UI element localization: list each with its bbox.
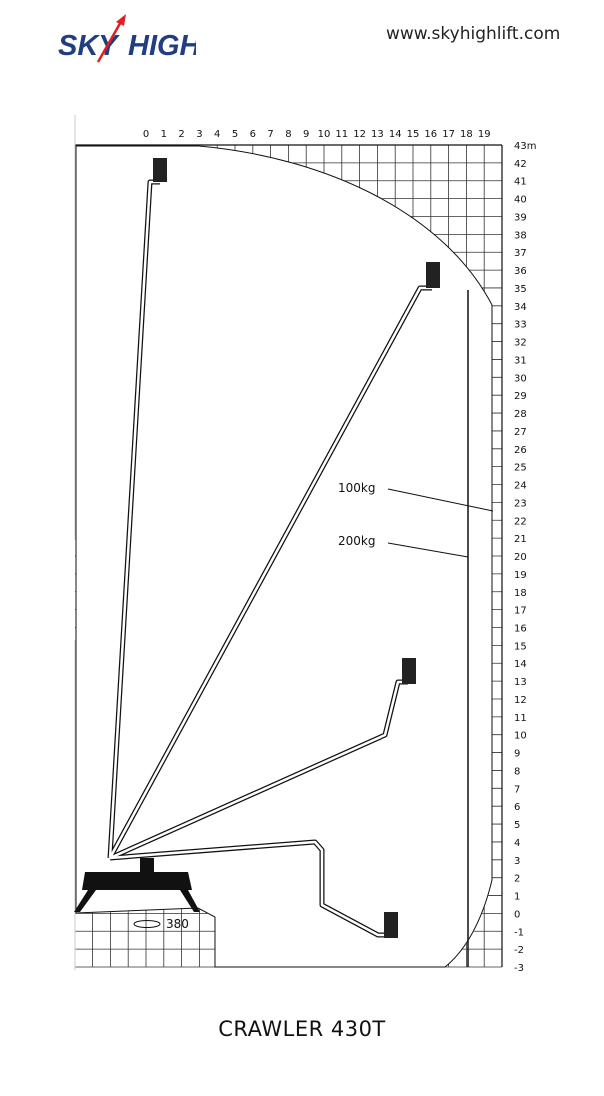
x-tick-label: 9	[303, 129, 309, 140]
svg-text:HIGH: HIGH	[128, 30, 196, 62]
y-tick-label: 19	[514, 570, 527, 581]
x-tick-label: 2	[178, 129, 184, 140]
y-tick-label: 14	[514, 659, 527, 670]
x-tick-label: 8	[285, 129, 291, 140]
y-tick-label: -3	[514, 963, 524, 974]
y-tick-label: 21	[514, 534, 527, 545]
y-tick-label: 38	[514, 230, 527, 241]
model-title: CRAWLER 430T	[218, 1017, 386, 1041]
y-tick-label: 37	[514, 248, 527, 259]
y-tick-label: 2	[514, 874, 520, 885]
x-tick-label: 0	[143, 129, 149, 140]
x-tick-label: 15	[407, 129, 420, 140]
y-tick-label: 16	[514, 623, 527, 634]
y-tick-label: 15	[514, 641, 527, 652]
y-tick-label: -1	[514, 927, 524, 938]
x-tick-label: 11	[335, 129, 348, 140]
platform-baskets	[153, 158, 440, 938]
slew-label: 380	[166, 917, 189, 931]
y-tick-label: 7	[514, 784, 520, 795]
x-tick-label: 12	[353, 129, 366, 140]
y-tick-label: 3	[514, 856, 520, 867]
y-tick-label: 5	[514, 820, 520, 831]
y-tick-label: 31	[514, 355, 527, 366]
x-tick-label: 18	[460, 129, 473, 140]
x-tick-label: 13	[371, 129, 384, 140]
x-tick-label: 16	[424, 129, 437, 140]
y-tick-label: 42	[514, 159, 527, 170]
x-tick-label: 14	[389, 129, 402, 140]
y-tick-label: 8	[514, 766, 520, 777]
y-tick-label: 17	[514, 606, 527, 617]
pointer-100kg	[387, 488, 494, 512]
x-tick-label: 17	[442, 129, 455, 140]
y-tick-label: 40	[514, 195, 527, 206]
y-tick-label: 32	[514, 338, 527, 349]
y-tick-label: 22	[514, 516, 527, 527]
x-tick-label: 19	[478, 129, 491, 140]
x-tick-label: 4	[214, 129, 220, 140]
y-tick-label: 27	[514, 427, 527, 438]
y-tick-label: 4	[514, 838, 520, 849]
working-range-diagram: 100kg 200kg	[74, 115, 536, 974]
x-tick-label: 5	[232, 129, 238, 140]
basket-max-outreach	[426, 262, 440, 288]
skyhigh-logo: SKY HIGH	[58, 14, 196, 63]
y-tick-label: 34	[514, 302, 527, 313]
y-tick-label: 36	[514, 266, 527, 277]
y-tick-label: 1	[514, 892, 520, 903]
y-tick-label: 25	[514, 463, 527, 474]
y-tick-label: 41	[514, 177, 527, 188]
y-tick-label: 11	[514, 713, 527, 724]
y-tick-label: 30	[514, 373, 527, 384]
y-tick-label: 6	[514, 802, 520, 813]
y-tick-label: 20	[514, 552, 527, 563]
x-tick-label: 1	[161, 129, 167, 140]
label-100kg: 100kg	[338, 481, 375, 495]
basket-below-ground	[384, 912, 398, 938]
svg-text:SKY: SKY	[58, 30, 120, 62]
basket-max-height	[153, 158, 167, 182]
y-tick-label: 10	[514, 731, 527, 742]
label-200kg: 200kg	[338, 534, 375, 548]
y-tick-label: 18	[514, 588, 527, 599]
basket-mid	[402, 658, 416, 684]
x-tick-label: 6	[250, 129, 256, 140]
y-tick-label: 24	[514, 481, 527, 492]
y-tick-label: 39	[514, 212, 527, 223]
y-tick-label: 43m	[514, 141, 536, 152]
y-tick-label: 13	[514, 677, 527, 688]
y-tick-label: 33	[514, 320, 527, 331]
y-tick-label: 26	[514, 445, 527, 456]
website-link[interactable]: www.skyhighlift.com	[386, 24, 561, 44]
x-tick-label: 7	[267, 129, 273, 140]
pointer-200kg	[387, 542, 469, 558]
y-tick-label: 28	[514, 409, 527, 420]
y-tick-label: -2	[514, 945, 524, 956]
y-tick-label: 9	[514, 749, 520, 760]
y-tick-label: 23	[514, 498, 527, 509]
slew-icon	[133, 920, 161, 928]
y-tick-label: 0	[514, 909, 520, 920]
y-tick-label: 12	[514, 695, 527, 706]
y-tick-label: 35	[514, 284, 527, 295]
x-tick-label: 10	[318, 129, 331, 140]
crawler-base	[74, 858, 200, 912]
x-tick-label: 3	[196, 129, 202, 140]
y-tick-label: 29	[514, 391, 527, 402]
